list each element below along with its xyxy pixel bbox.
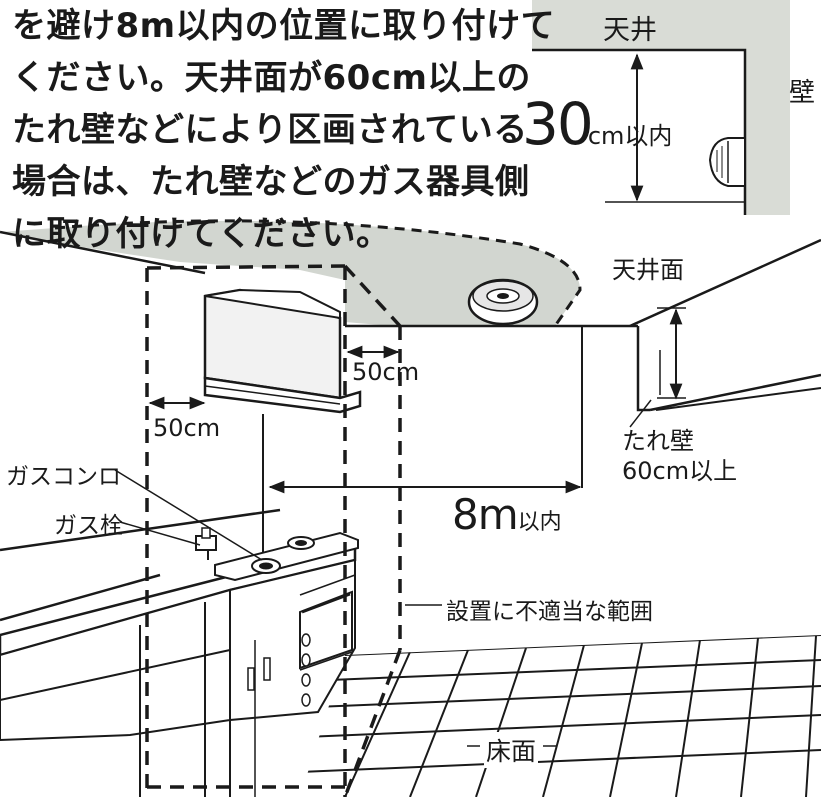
hanging-wall-label: たれ壁 60cm以上: [622, 426, 737, 486]
ceiling-detector-icon: [467, 278, 539, 326]
distance-8m-value: 8m: [452, 490, 519, 539]
hanging-wall-label-line2: 60cm以上: [622, 457, 738, 485]
kitchen-counter: [0, 508, 357, 797]
floor-tiles: [300, 635, 821, 797]
gas-valve-leader: [119, 521, 201, 546]
inset-ceiling-wall-fill: [532, 0, 790, 215]
inset-distance-unit: cm以内: [587, 122, 673, 150]
gas-stove-leader: [114, 469, 263, 561]
range-hood: [203, 288, 362, 560]
floor-label: 床面: [484, 732, 539, 768]
unsuitable-range-box: [145, 264, 402, 797]
hood-side-offset-label: 50cm: [352, 358, 420, 386]
hanging-wall-label-line1: たれ壁: [622, 427, 694, 455]
distance-8m-label: 8m以内: [452, 490, 562, 539]
inset-distance-label: 30cm以内: [522, 90, 672, 158]
inset-diagram: [532, 0, 790, 215]
gas-stove-top: [214, 531, 359, 582]
hood-front-offset-label: 50cm: [153, 414, 221, 442]
inset-wall-label: 壁: [789, 78, 816, 108]
ceiling-surface-label: 天井面: [612, 256, 684, 284]
intro-line: に取り付けてください。: [12, 214, 391, 254]
hanging-wall-leader: [629, 399, 652, 428]
intro-paragraph: を避け8m以内の位置に取り付けて ください。天井面が60cm以上の たれ壁などに…: [12, 0, 556, 260]
ceiling-zone-boundary: [54, 219, 582, 327]
inset-distance-value: 30: [522, 90, 594, 158]
ceiling-shaded-zone: [0, 220, 580, 326]
intro-line: を避け8m以内の位置に取り付けて: [12, 6, 556, 46]
inset-ceiling-label: 天井: [603, 15, 657, 46]
gas-valve-icon: [195, 527, 217, 560]
gas-valve-label: ガス栓: [54, 513, 123, 539]
inset-detector-icon: [708, 137, 746, 187]
unsuitable-range-label: 設置に不適当な範囲: [446, 599, 653, 625]
intro-line: 場合は、たれ壁などのガス器具側: [12, 162, 530, 202]
intro-line: ください。天井面が60cm以上の: [12, 58, 531, 98]
ceiling: [0, 219, 630, 488]
intro-line: たれ壁などにより区画されている: [12, 110, 528, 150]
hanging-wall: [629, 238, 821, 412]
gas-stove-label: ガスコンロ: [6, 464, 121, 490]
distance-8m-unit: 以内: [517, 510, 562, 535]
